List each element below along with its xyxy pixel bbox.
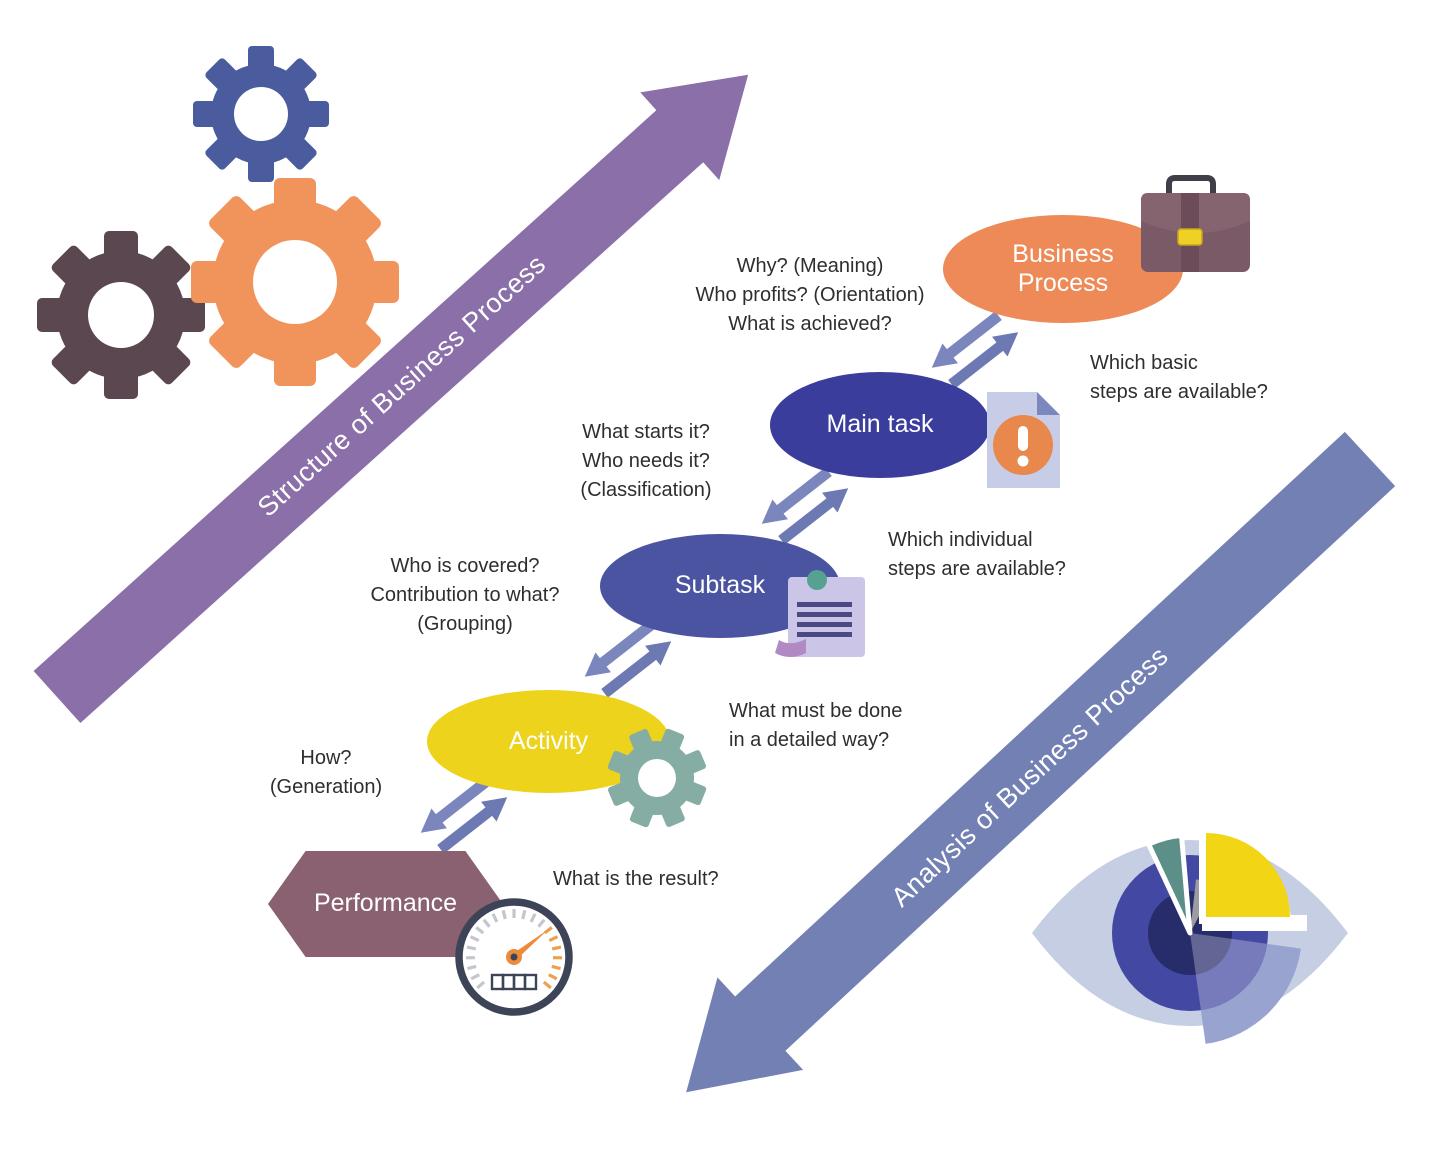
question-subtask: Who is covered? Contribution to what? (G… — [370, 555, 560, 635]
question-individual-steps: Which individual steps are available? — [888, 529, 1066, 580]
question-how: How? (Generation) — [269, 747, 383, 798]
question-basic-steps: Which basic steps are available? — [1090, 352, 1268, 403]
analysis-arrow — [686, 431, 1396, 1093]
gear-dark-icon — [37, 231, 205, 399]
node-performance: Performance — [268, 851, 503, 957]
question-main-task: What starts it? Who needs it? (Classific… — [580, 421, 712, 501]
node-activity: Activity — [427, 690, 670, 793]
node-main-task: Main task — [770, 372, 990, 478]
eye-pie-chart-icon — [1032, 832, 1348, 1044]
question-activity: What must be done in a detailed way? — [729, 700, 903, 751]
gear-blue-icon — [193, 46, 329, 182]
question-result: What is the result? — [553, 868, 719, 890]
node-subtask: Subtask — [600, 534, 840, 638]
gears-cluster-icon — [37, 46, 399, 399]
question-business-process: Why? (Meaning) Who profits? (Orientation… — [695, 255, 925, 335]
gear-orange-icon — [191, 178, 399, 386]
node-business-process: Business Process — [943, 215, 1183, 323]
structure-arrow — [33, 74, 749, 724]
